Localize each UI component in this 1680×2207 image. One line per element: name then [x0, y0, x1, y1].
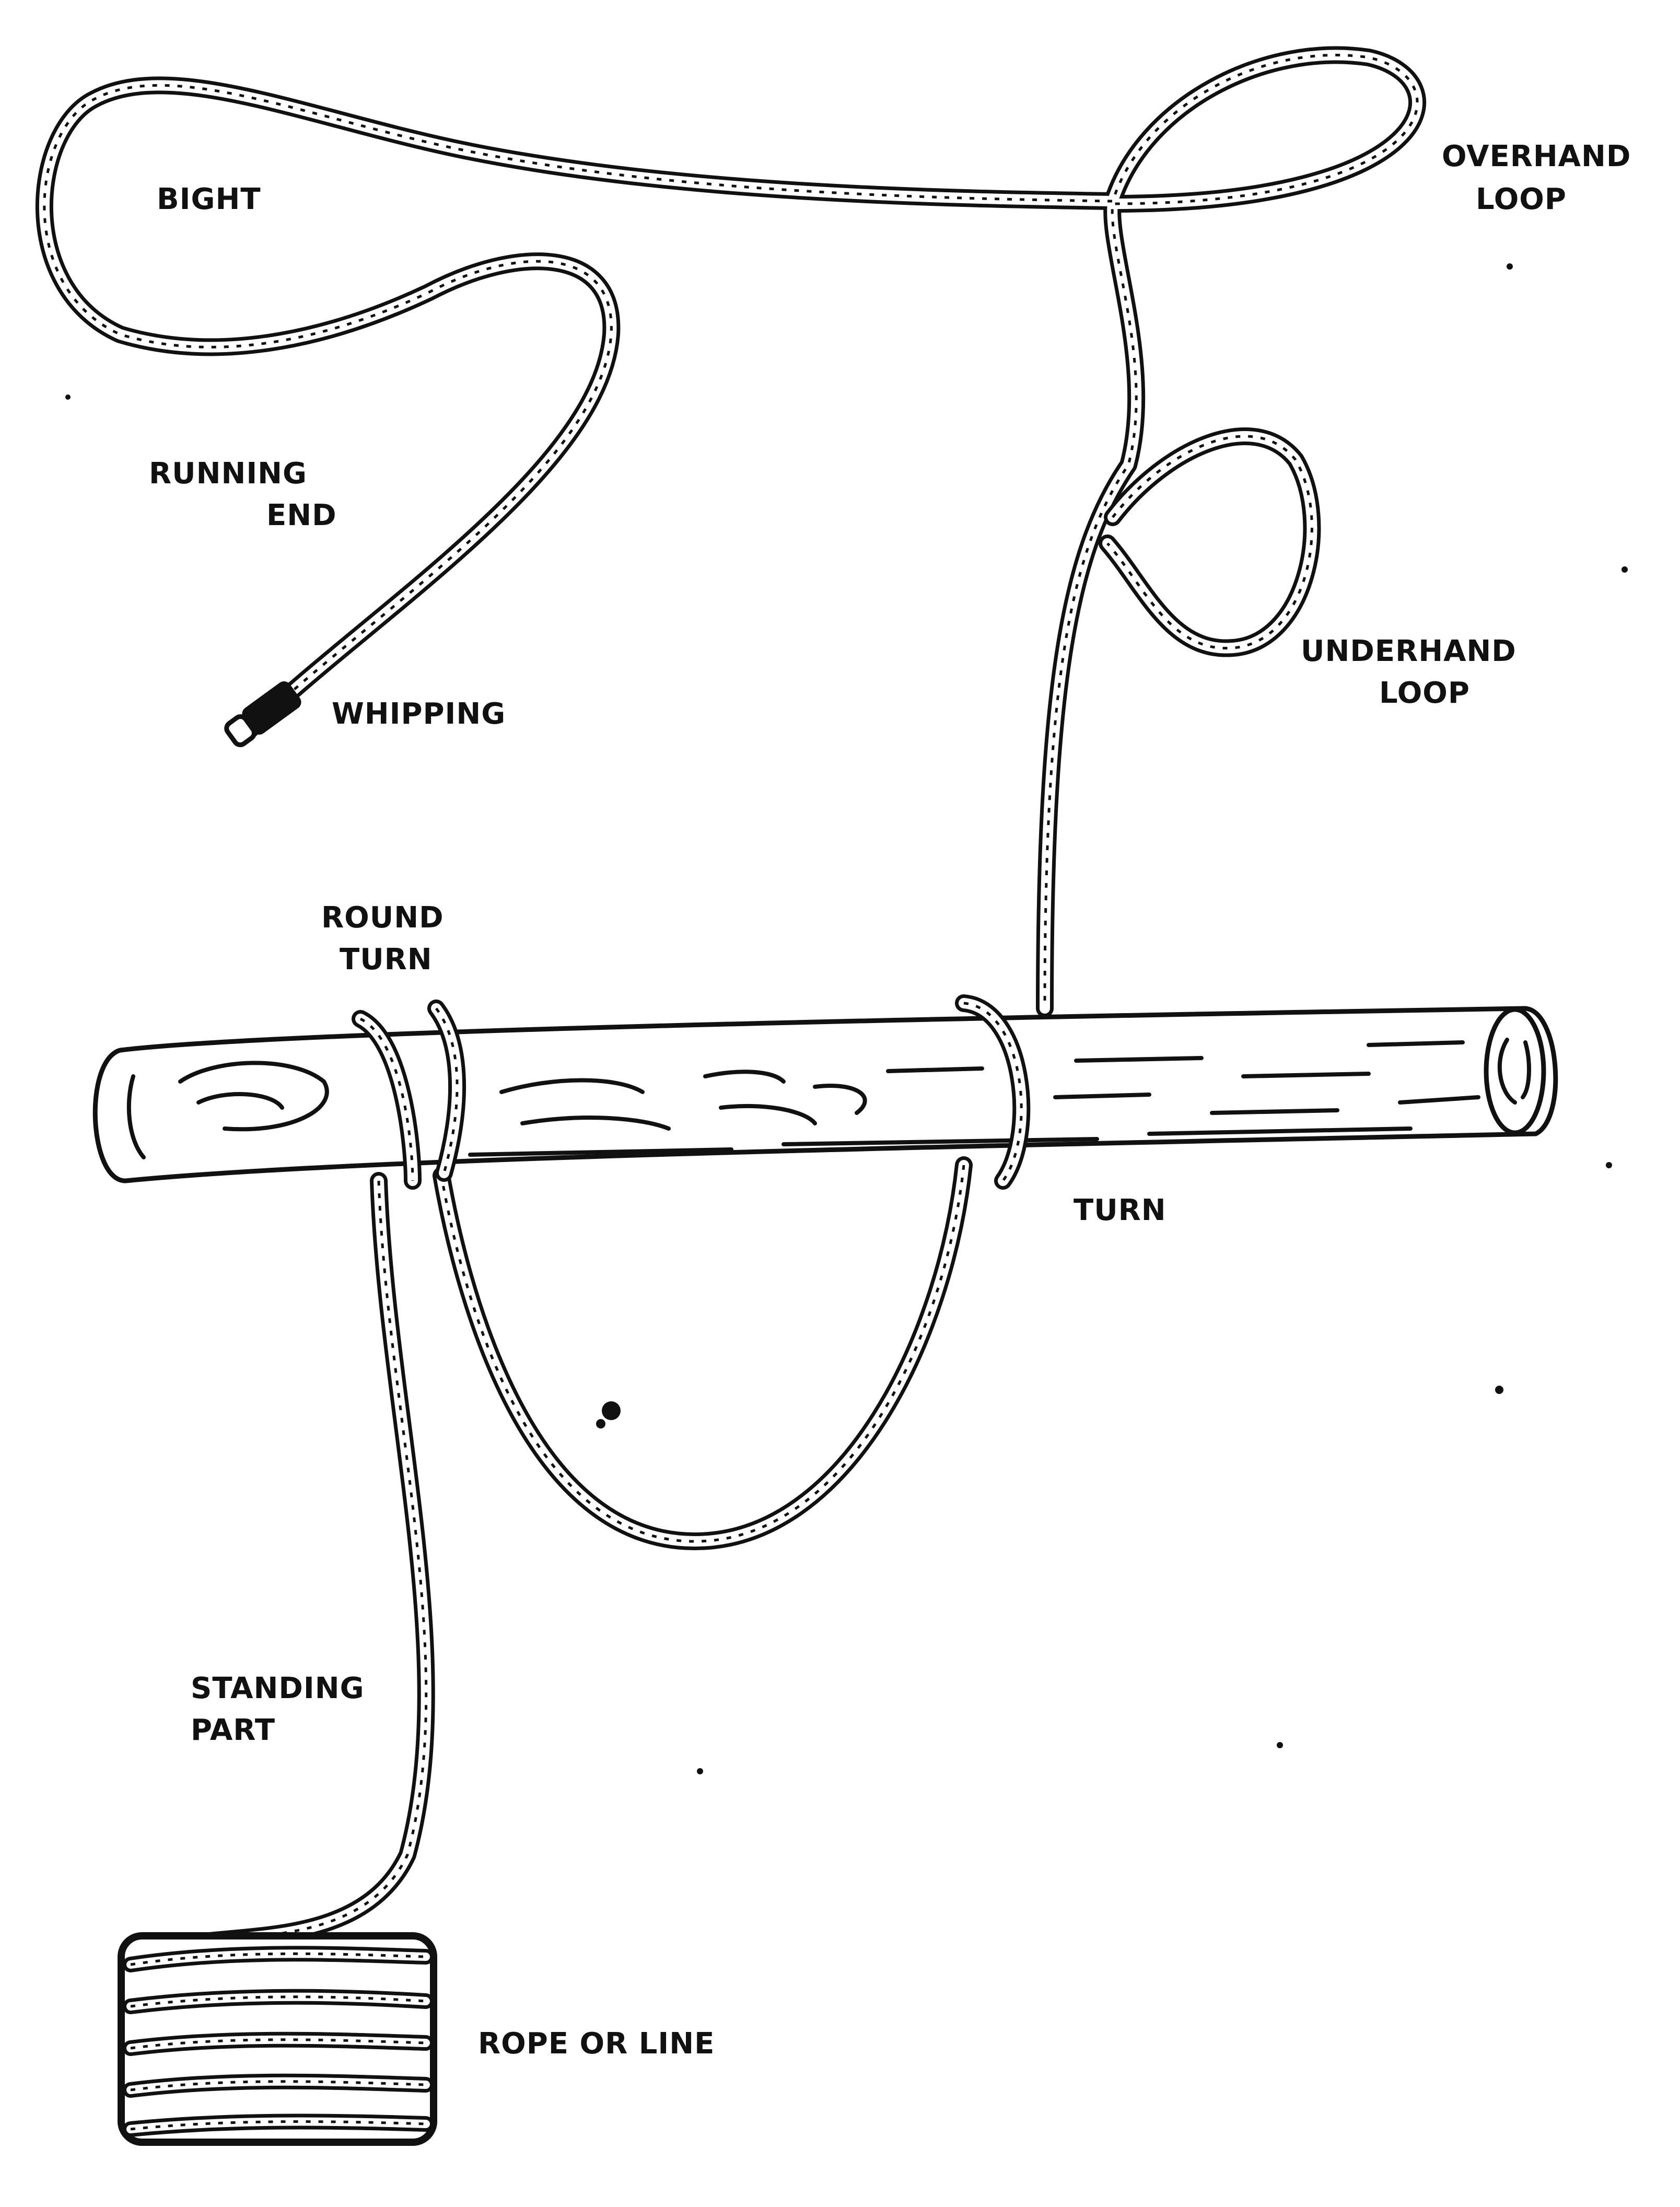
label-standing-part-line1: STANDING — [191, 1671, 365, 1705]
label-running-end-line2: END — [266, 498, 337, 532]
label-rope-or-line: ROPE OR LINE — [478, 2027, 715, 2061]
label-running-end-line1: RUNNING — [149, 457, 307, 491]
rope-standing-part — [191, 1181, 426, 1944]
log-body — [95, 1008, 1556, 1181]
label-bight: BIGHT — [157, 182, 261, 216]
label-round-turn-line2: TURN — [340, 943, 433, 977]
rope-underhand-loop — [1107, 436, 1312, 648]
label-underhand-loop-line2: LOOP — [1379, 676, 1470, 710]
log-end — [1486, 1009, 1544, 1133]
label-overhand-loop-line2: LOOP — [1476, 182, 1567, 216]
log — [95, 1008, 1556, 1181]
rope-hanging-bight — [441, 1165, 964, 1541]
label-underhand-loop-line1: UNDERHAND — [1301, 634, 1516, 668]
rope-coil — [121, 1936, 434, 2142]
label-turn: TURN — [1074, 1193, 1166, 1227]
label-round-turn-line1: ROUND — [321, 901, 444, 935]
label-standing-part-line2: PART — [191, 1713, 275, 1747]
label-overhand-loop-line1: OVERHAND — [1442, 140, 1631, 173]
label-whipping: WHIPPING — [332, 697, 506, 731]
whipping-wrap — [223, 678, 305, 750]
